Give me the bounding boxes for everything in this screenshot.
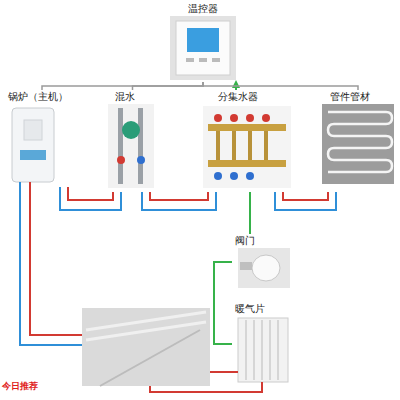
connector-line: [249, 192, 251, 234]
component-box: 锅炉（主机）: [6, 90, 78, 187]
floor-pipe-coil: [328, 112, 392, 172]
mixer-valve: [137, 156, 145, 164]
pipe-connector: [60, 187, 121, 210]
valve-body: [240, 262, 252, 270]
watermark: 今日推荐: [2, 380, 38, 393]
supply-pipe: [150, 382, 262, 392]
mixer-photo: [108, 104, 154, 188]
manifold-port: [264, 131, 268, 160]
manifold-cap: [262, 114, 270, 122]
component-box: 管件管材: [320, 90, 396, 192]
mixer-pipe: [118, 108, 123, 184]
pipe-connector: [133, 82, 204, 90]
manifold-cap: [214, 172, 222, 180]
manifold-cap: [246, 172, 254, 180]
ceiling-photo: [82, 308, 210, 386]
return-pipe: [20, 182, 82, 345]
supply-pipe: [210, 371, 238, 373]
pipe-connector: [214, 262, 232, 344]
component-label: 锅炉（主机）: [8, 90, 78, 103]
connector-line: [142, 192, 216, 210]
manifold-bar: [208, 160, 286, 167]
component-label: 混水: [115, 90, 160, 103]
component-box: 温控器: [165, 2, 241, 82]
radiator-fins: [246, 320, 278, 380]
manifold-port: [216, 131, 220, 160]
component-box: 阀门: [232, 234, 292, 290]
thermostat-button: [186, 58, 194, 62]
thermostat-panel: [176, 21, 230, 75]
pipe-connector: [42, 82, 203, 90]
connector-line: [283, 192, 328, 200]
boiler-body: [12, 108, 54, 182]
component-label: 分集水器: [218, 90, 293, 103]
component-label: 暖气片: [235, 302, 292, 315]
connector-line: [275, 192, 336, 210]
boiler-panel: [20, 150, 46, 160]
connector-line: [214, 262, 232, 344]
component-box: 分集水器: [200, 90, 293, 192]
connector-line: [150, 192, 208, 200]
mixer-pump: [122, 121, 140, 139]
connector-line: [133, 82, 204, 90]
manifold-port: [232, 131, 236, 160]
manifold-photo: [203, 106, 291, 188]
boiler-window: [24, 120, 42, 140]
connector-line: [60, 187, 121, 210]
thermostat-frame: [170, 16, 236, 80]
component-box: 混水: [105, 90, 160, 192]
manifold-bar: [208, 124, 286, 131]
valve-photo: [238, 248, 290, 288]
manifold-cap: [246, 114, 254, 122]
pipe-connector: [142, 192, 216, 210]
ceiling-pipe: [100, 330, 200, 386]
component-box: 暖气片: [232, 302, 292, 386]
thermostat-button: [199, 58, 207, 62]
connector-line: [68, 187, 113, 200]
thermostat-screen: [187, 28, 219, 52]
supply-pipe: [30, 182, 82, 335]
valve-knob: [252, 255, 280, 281]
pipe-connector: [275, 192, 336, 210]
component-label: 阀门: [235, 234, 292, 247]
manifold-cap: [230, 172, 238, 180]
component-label: 管件管材: [330, 90, 396, 103]
radiator-body: [238, 318, 288, 382]
thermostat-button: [212, 58, 220, 62]
manifold-cap: [230, 114, 238, 122]
component-label: 温控器: [165, 2, 241, 15]
connector-line: [42, 82, 203, 90]
manifold-port: [248, 131, 252, 160]
floor-pipe-photo: [322, 104, 394, 184]
connector-line: [203, 82, 358, 90]
mixer-valve: [117, 156, 125, 164]
manifold-cap: [214, 114, 222, 122]
pipe-connector: [203, 82, 358, 90]
pipe-connector: [250, 192, 251, 234]
mixer-pipe: [138, 108, 143, 184]
